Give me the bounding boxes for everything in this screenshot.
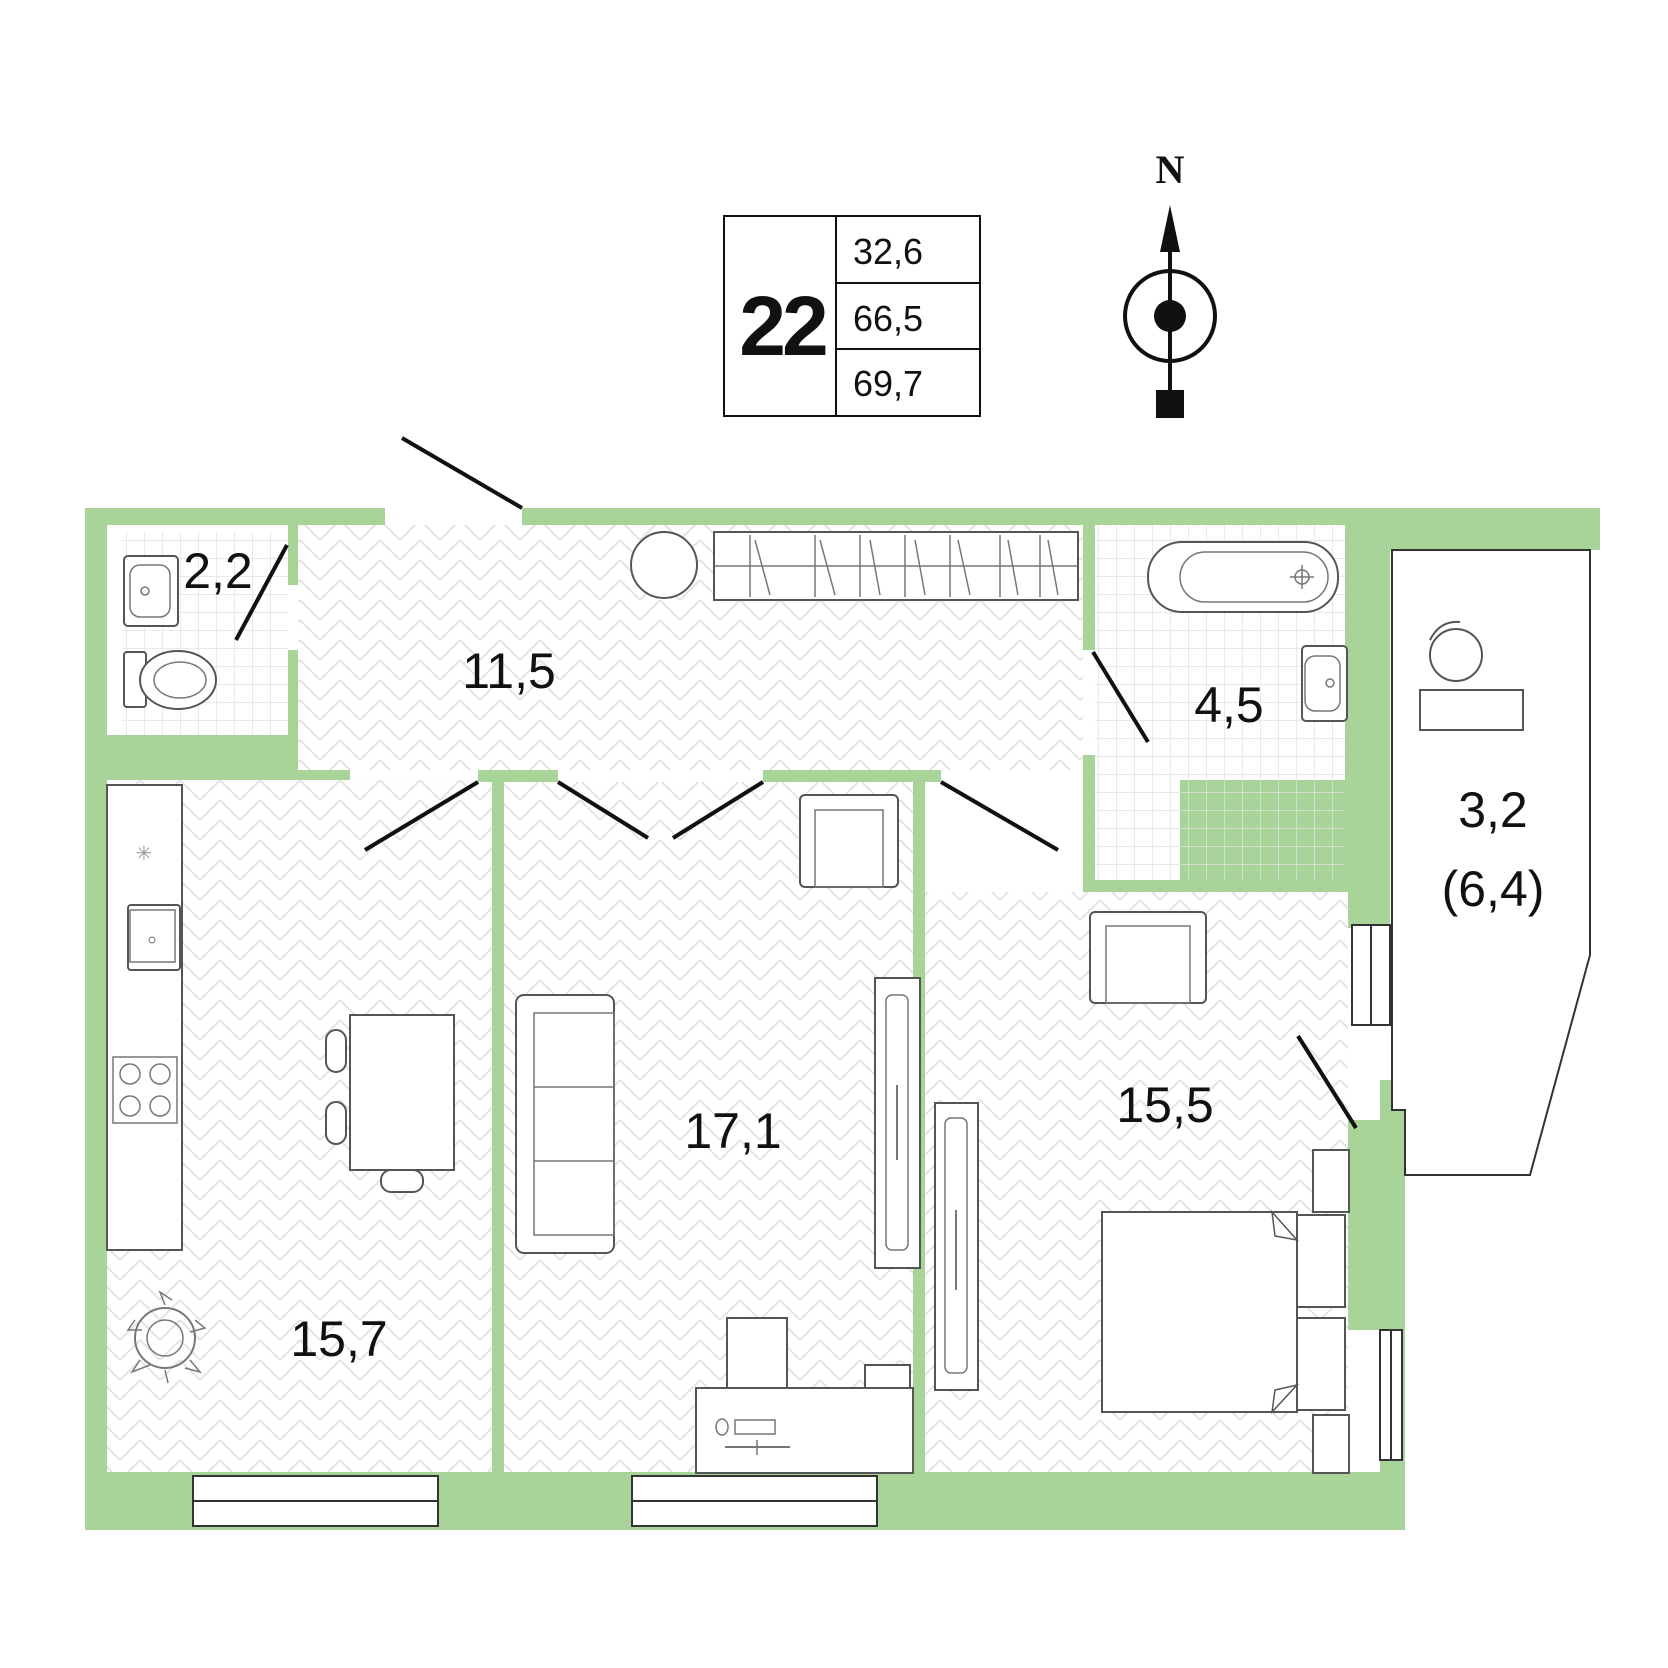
room-area-hall: 11,5: [462, 643, 556, 699]
toilet-icon: [123, 650, 217, 710]
apartment-number: 22: [739, 279, 826, 373]
desk-icon: [695, 1317, 914, 1474]
bedroom-armchair-icon: [1089, 911, 1207, 1004]
plant-icon: [126, 1290, 207, 1384]
room-area-balcony-full: (6,4): [1442, 861, 1545, 917]
stove-icon: [112, 1056, 178, 1124]
wardrobe-icon: [713, 531, 1079, 601]
balcony-table-icon: [1419, 689, 1524, 731]
svg-text:✳: ✳: [136, 841, 153, 865]
apartment-info-table: 22 32,6 66,5 69,7: [723, 215, 981, 417]
area-living: 32,6: [853, 231, 923, 272]
wc-sink-icon: [123, 555, 179, 627]
dining-table-icon: [325, 1014, 455, 1193]
balcony-chair-icon: [1429, 620, 1483, 682]
tv-unit-icon: [874, 977, 921, 1269]
room-area-bedroom: 15,5: [1116, 1077, 1213, 1133]
armchair-icon: [799, 794, 899, 888]
doors: [234, 436, 1358, 1130]
sofa-icon: [515, 994, 615, 1254]
area-total: 66,5: [853, 298, 923, 339]
bathroom-sink-icon: [1301, 645, 1348, 722]
room-area-wc: 2,2: [183, 543, 253, 599]
room-area-bathroom: 4,5: [1194, 677, 1264, 733]
windows: [192, 924, 1403, 1527]
kitchen-counter-icon: ✳: [106, 784, 183, 1251]
compass-icon: N: [1123, 147, 1217, 418]
wardrobe-bedroom-icon: [934, 1102, 979, 1391]
area-with-balcony: 69,7: [853, 363, 923, 404]
round-table-icon: [630, 531, 698, 599]
entrance-gap: [384, 505, 522, 527]
bed-icon: [1101, 1149, 1350, 1474]
room-area-kitchen: 15,7: [290, 1311, 387, 1367]
room-area-balcony: 3,2: [1458, 782, 1528, 838]
room-area-living: 17,1: [684, 1103, 781, 1159]
bathtub-icon: [1147, 541, 1339, 613]
north-label: N: [1156, 147, 1185, 192]
